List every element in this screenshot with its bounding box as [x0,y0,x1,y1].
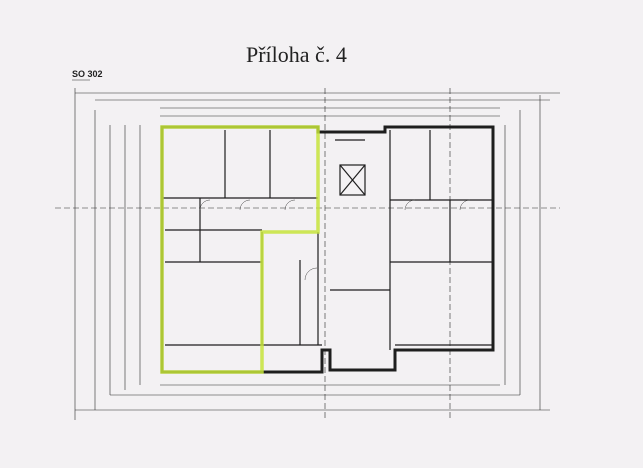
dimension-lines [55,79,560,420]
interior-walls [162,130,493,350]
drawing-label: SO 302 [72,69,103,79]
door-swings [199,199,471,281]
outer-walls [160,125,495,374]
page-title: Příloha č. 4 [246,42,347,67]
highlighted-unit-outline [160,125,320,374]
